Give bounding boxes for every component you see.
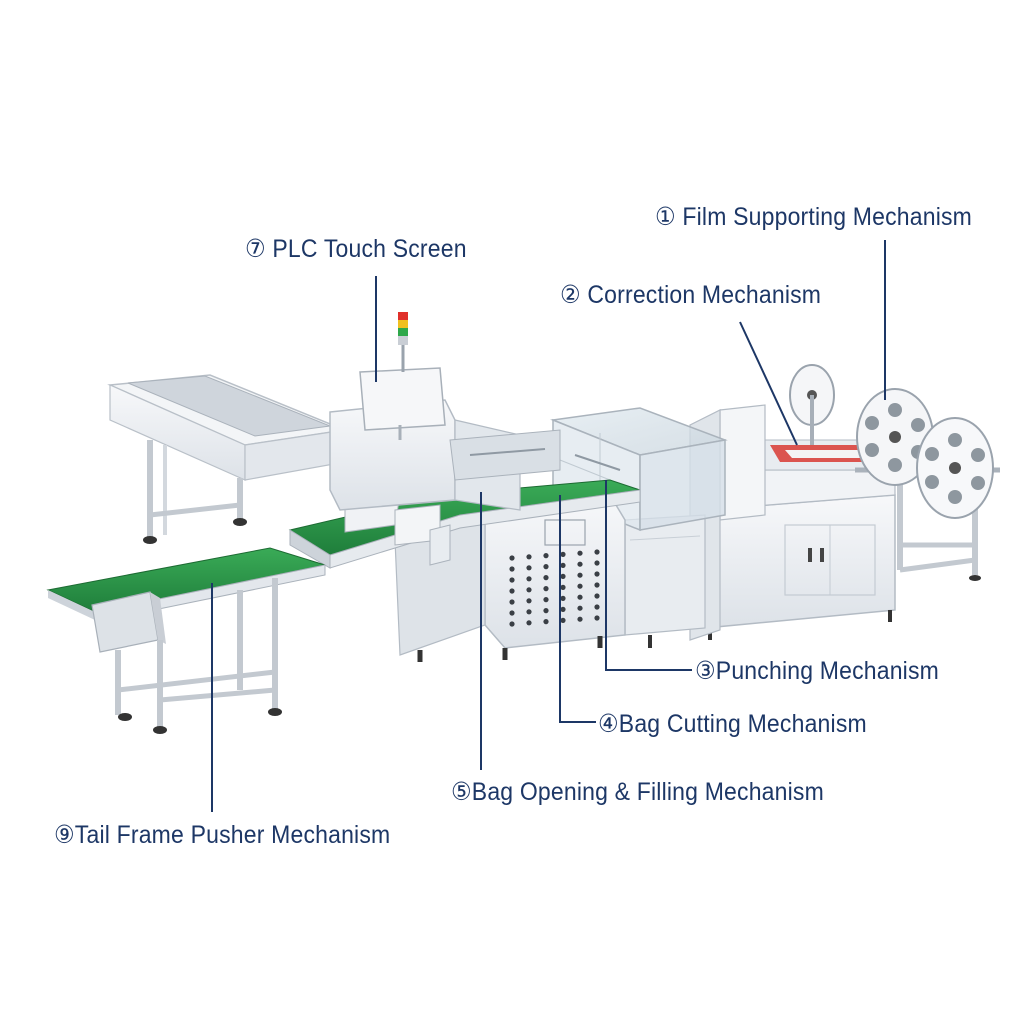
outfeed-conveyor — [46, 547, 326, 734]
perforation-hole — [560, 606, 566, 613]
perforation-hole — [509, 566, 515, 572]
perforation-hole — [594, 571, 600, 577]
perforation-hole — [560, 584, 566, 591]
leader-bag-cutting — [559, 495, 596, 723]
perforation-hole — [577, 561, 583, 567]
callout-punching: ③Punching Mechanism — [695, 657, 940, 685]
perforation-hole — [526, 587, 532, 593]
rear-infeed-conveyor — [107, 374, 348, 544]
film-reel-icon — [856, 388, 934, 486]
perforation-hole — [594, 604, 600, 610]
perforation-hole — [560, 562, 566, 569]
perforation-hole — [526, 576, 532, 582]
perforation-hole — [543, 597, 549, 603]
perforated-panel — [509, 549, 600, 627]
perforation-hole — [526, 554, 532, 560]
perforation-hole — [594, 615, 600, 621]
perforation-hole — [594, 582, 600, 588]
perforation-hole — [594, 593, 600, 599]
perforation-hole — [509, 610, 515, 616]
perforation-hole — [526, 620, 532, 626]
plc-housing — [329, 399, 561, 511]
perforation-hole — [543, 619, 549, 625]
callout-tail-frame-pusher: ⑨Tail Frame Pusher Mechanism — [54, 821, 391, 849]
perforation-hole — [594, 560, 600, 566]
perforation-hole — [526, 609, 532, 615]
perforation-hole — [543, 586, 549, 592]
callout-bag-opening-filling: ⑤Bag Opening & Filling Mechanism — [451, 778, 824, 806]
plc-touch-screen-panel — [359, 367, 446, 440]
callout-film-supporting: ① Film Supporting Mechanism — [655, 203, 973, 231]
signal-tower-icon — [398, 312, 408, 372]
perforation-hole — [543, 575, 549, 581]
perforation-hole — [543, 608, 549, 614]
perforation-hole — [560, 595, 566, 602]
leader-punching — [605, 480, 692, 671]
perforation-hole — [526, 598, 532, 604]
perforation-hole — [509, 577, 515, 583]
perforation-hole — [526, 565, 532, 571]
correction-reel — [789, 364, 835, 445]
perforation-hole — [543, 564, 549, 570]
perforation-hole — [577, 583, 583, 589]
perforation-hole — [509, 555, 515, 561]
perforation-hole — [577, 616, 583, 622]
callout-correction: ② Correction Mechanism — [560, 281, 822, 309]
perforation-hole — [560, 617, 566, 624]
perforation-hole — [509, 588, 515, 594]
perforation-hole — [560, 551, 566, 558]
leader-correction — [739, 321, 798, 446]
perforation-hole — [560, 573, 566, 580]
perforation-hole — [509, 599, 515, 605]
callout-bag-cutting: ④Bag Cutting Mechanism — [598, 710, 867, 738]
film-reel-icon — [916, 417, 994, 519]
perforation-hole — [543, 553, 549, 559]
perforation-hole — [509, 621, 515, 627]
perforation-hole — [577, 550, 583, 556]
perforation-hole — [577, 594, 583, 600]
perforation-hole — [577, 605, 583, 611]
perforation-hole — [577, 572, 583, 578]
perforation-hole — [594, 549, 600, 555]
callout-plc-touch-screen: ⑦ PLC Touch Screen — [245, 235, 467, 263]
leader-lines — [211, 240, 886, 812]
